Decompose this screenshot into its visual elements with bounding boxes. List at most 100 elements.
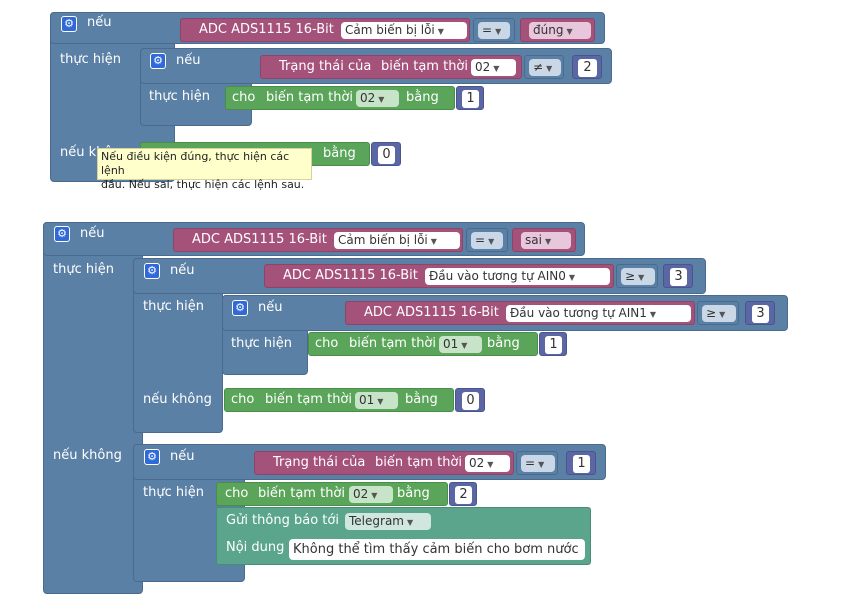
- temp-var-dropdown[interactable]: 01▼: [355, 392, 398, 409]
- else-label: nếu không: [143, 392, 212, 407]
- boolean-dropdown[interactable]: đúng▼: [529, 22, 591, 39]
- set-variable-block[interactable]: cho biến tạm thời 01▼ bằng: [224, 388, 454, 412]
- compare-operator-block[interactable]: =▼: [473, 18, 515, 42]
- temp-var-dropdown[interactable]: 02▼: [356, 90, 399, 107]
- temp-var-label: biến tạm thời: [381, 59, 468, 74]
- operator-dropdown[interactable]: =▼: [521, 455, 555, 472]
- number-block[interactable]: 0: [371, 142, 401, 166]
- number-value[interactable]: 1: [462, 90, 479, 108]
- compare-operator-block[interactable]: =▼: [466, 228, 508, 252]
- adc-sensor-block[interactable]: ADC ADS1115 16-Bit Cảm biến bị lỗi▼: [173, 228, 463, 252]
- operator-dropdown[interactable]: ≥▼: [702, 305, 736, 322]
- telegram-dropdown[interactable]: Telegram▼: [345, 513, 431, 530]
- sensor-error-dropdown[interactable]: Cảm biến bị lỗi▼: [334, 232, 460, 249]
- adc-label: ADC ADS1115 16-Bit: [192, 232, 327, 247]
- chevron-down-icon: ▼: [488, 237, 495, 246]
- to-label: bằng: [323, 146, 356, 161]
- operator-dropdown[interactable]: ≥▼: [621, 268, 655, 285]
- number-block[interactable]: 1: [456, 86, 484, 110]
- temp-var-label: biến tạm thời: [349, 336, 436, 351]
- message-text-field[interactable]: Không thể tìm thấy cảm biến cho bơm nước: [289, 539, 585, 560]
- number-value[interactable]: 0: [462, 392, 479, 410]
- set-variable-block[interactable]: cho biến tạm thời 02▼ bằng: [225, 86, 455, 110]
- do-label: thực hiện: [143, 299, 204, 314]
- if-label: nếu: [170, 449, 195, 464]
- gear-icon[interactable]: ⚙: [61, 16, 77, 32]
- gear-icon[interactable]: ⚙: [150, 53, 166, 69]
- number-block[interactable]: 1: [539, 332, 567, 356]
- chevron-down-icon: ▼: [430, 237, 437, 246]
- number-block[interactable]: 0: [455, 388, 485, 412]
- adc-label: ADC ADS1115 16-Bit: [199, 22, 334, 37]
- chevron-down-icon: ▼: [437, 27, 444, 36]
- number-block[interactable]: 3: [663, 264, 693, 288]
- send-to-label: Gửi thông báo tới: [226, 513, 339, 528]
- gear-icon[interactable]: ⚙: [144, 449, 160, 465]
- gear-icon[interactable]: ⚙: [54, 226, 70, 242]
- gear-icon[interactable]: ⚙: [144, 263, 160, 279]
- temp-var-dropdown[interactable]: 02▼: [471, 59, 516, 76]
- chevron-down-icon: ▼: [649, 310, 657, 319]
- boolean-block[interactable]: sai▼: [512, 228, 576, 252]
- number-block[interactable]: 1: [566, 451, 596, 475]
- if-label: nếu: [176, 53, 201, 68]
- if-label: nếu: [87, 15, 112, 30]
- tooltip-line-1: Nếu điều kiện đúng, thực hiện các lệnh: [101, 150, 290, 177]
- set-variable-block[interactable]: cho biến tạm thời 01▼ bằng: [308, 332, 538, 356]
- do-label: thực hiện: [143, 485, 204, 500]
- state-of-block[interactable]: Trạng thái của biến tạm thời 02▼: [260, 55, 522, 79]
- boolean-dropdown[interactable]: sai▼: [521, 232, 571, 249]
- chevron-down-icon: ▼: [719, 310, 726, 319]
- adc-sensor-block[interactable]: ADC ADS1115 16-Bit Đầu vào tương tự AIN1…: [345, 301, 695, 325]
- chevron-down-icon: ▼: [546, 64, 553, 73]
- chevron-down-icon: ▼: [638, 273, 645, 282]
- number-block[interactable]: 2: [449, 482, 477, 506]
- number-block[interactable]: 3: [745, 301, 775, 325]
- else-label: nếu không: [53, 448, 122, 463]
- temp-var-dropdown[interactable]: 02▼: [465, 455, 510, 472]
- chevron-down-icon: ▼: [544, 237, 552, 246]
- adc-sensor-block[interactable]: ADC ADS1115 16-Bit Đầu vào tương tự AIN0…: [264, 264, 614, 288]
- set-label: cho: [231, 392, 255, 407]
- gear-icon[interactable]: ⚙: [232, 300, 248, 316]
- number-value[interactable]: 1: [545, 336, 562, 354]
- number-value[interactable]: 0: [378, 146, 395, 164]
- number-value[interactable]: 3: [670, 268, 687, 286]
- do-label: thực hiện: [149, 89, 210, 104]
- do-label: thực hiện: [53, 262, 114, 277]
- temp-var-label: biến tạm thời: [258, 486, 345, 501]
- state-of-block[interactable]: Trạng thái của biến tạm thời 02▼: [254, 451, 514, 475]
- compare-operator-block[interactable]: ≠▼: [524, 55, 564, 79]
- number-value[interactable]: 2: [455, 486, 472, 504]
- chevron-down-icon: ▼: [378, 95, 385, 104]
- operator-dropdown[interactable]: =▼: [471, 232, 503, 249]
- number-block[interactable]: 2: [572, 55, 602, 79]
- sensor-error-dropdown[interactable]: Cảm biến bị lỗi▼: [341, 22, 467, 39]
- operator-dropdown[interactable]: ≠▼: [529, 59, 561, 76]
- operator-dropdown[interactable]: =▼: [478, 22, 510, 39]
- set-variable-block[interactable]: cho biến tạm thời 02▼ bằng: [216, 482, 448, 506]
- chevron-down-icon: ▼: [493, 64, 500, 73]
- temp-var-dropdown[interactable]: 02▼: [349, 486, 393, 503]
- compare-operator-block[interactable]: ≥▼: [616, 264, 658, 288]
- number-value[interactable]: 3: [752, 305, 769, 323]
- send-notification-block[interactable]: Gửi thông báo tới Telegram▼ Nội dung Khô…: [216, 507, 591, 565]
- analog-input-dropdown[interactable]: Đầu vào tương tự AIN0▼: [425, 268, 610, 285]
- to-label: bằng: [405, 392, 438, 407]
- analog-input-dropdown[interactable]: Đầu vào tương tự AIN1▼: [506, 305, 691, 322]
- if-label: nếu: [170, 263, 195, 278]
- state-of-label: Trạng thái của: [273, 455, 366, 470]
- temp-var-dropdown[interactable]: 01▼: [439, 336, 482, 353]
- chevron-down-icon: ▼: [406, 518, 414, 527]
- temp-var-label: biến tạm thời: [375, 455, 462, 470]
- number-value[interactable]: 1: [573, 455, 590, 473]
- adc-sensor-block[interactable]: ADC ADS1115 16-Bit Cảm biến bị lỗi▼: [180, 18, 470, 42]
- compare-operator-block[interactable]: =▼: [516, 451, 558, 475]
- tooltip: Nếu điều kiện đúng, thực hiện các lệnh đ…: [97, 148, 312, 191]
- chevron-down-icon: ▼: [487, 460, 494, 469]
- boolean-block[interactable]: đúng▼: [520, 18, 595, 42]
- if-block-2[interactable]: [43, 222, 143, 594]
- compare-operator-block[interactable]: ≥▼: [697, 301, 739, 325]
- chevron-down-icon: ▼: [461, 341, 468, 350]
- number-value[interactable]: 2: [578, 59, 597, 77]
